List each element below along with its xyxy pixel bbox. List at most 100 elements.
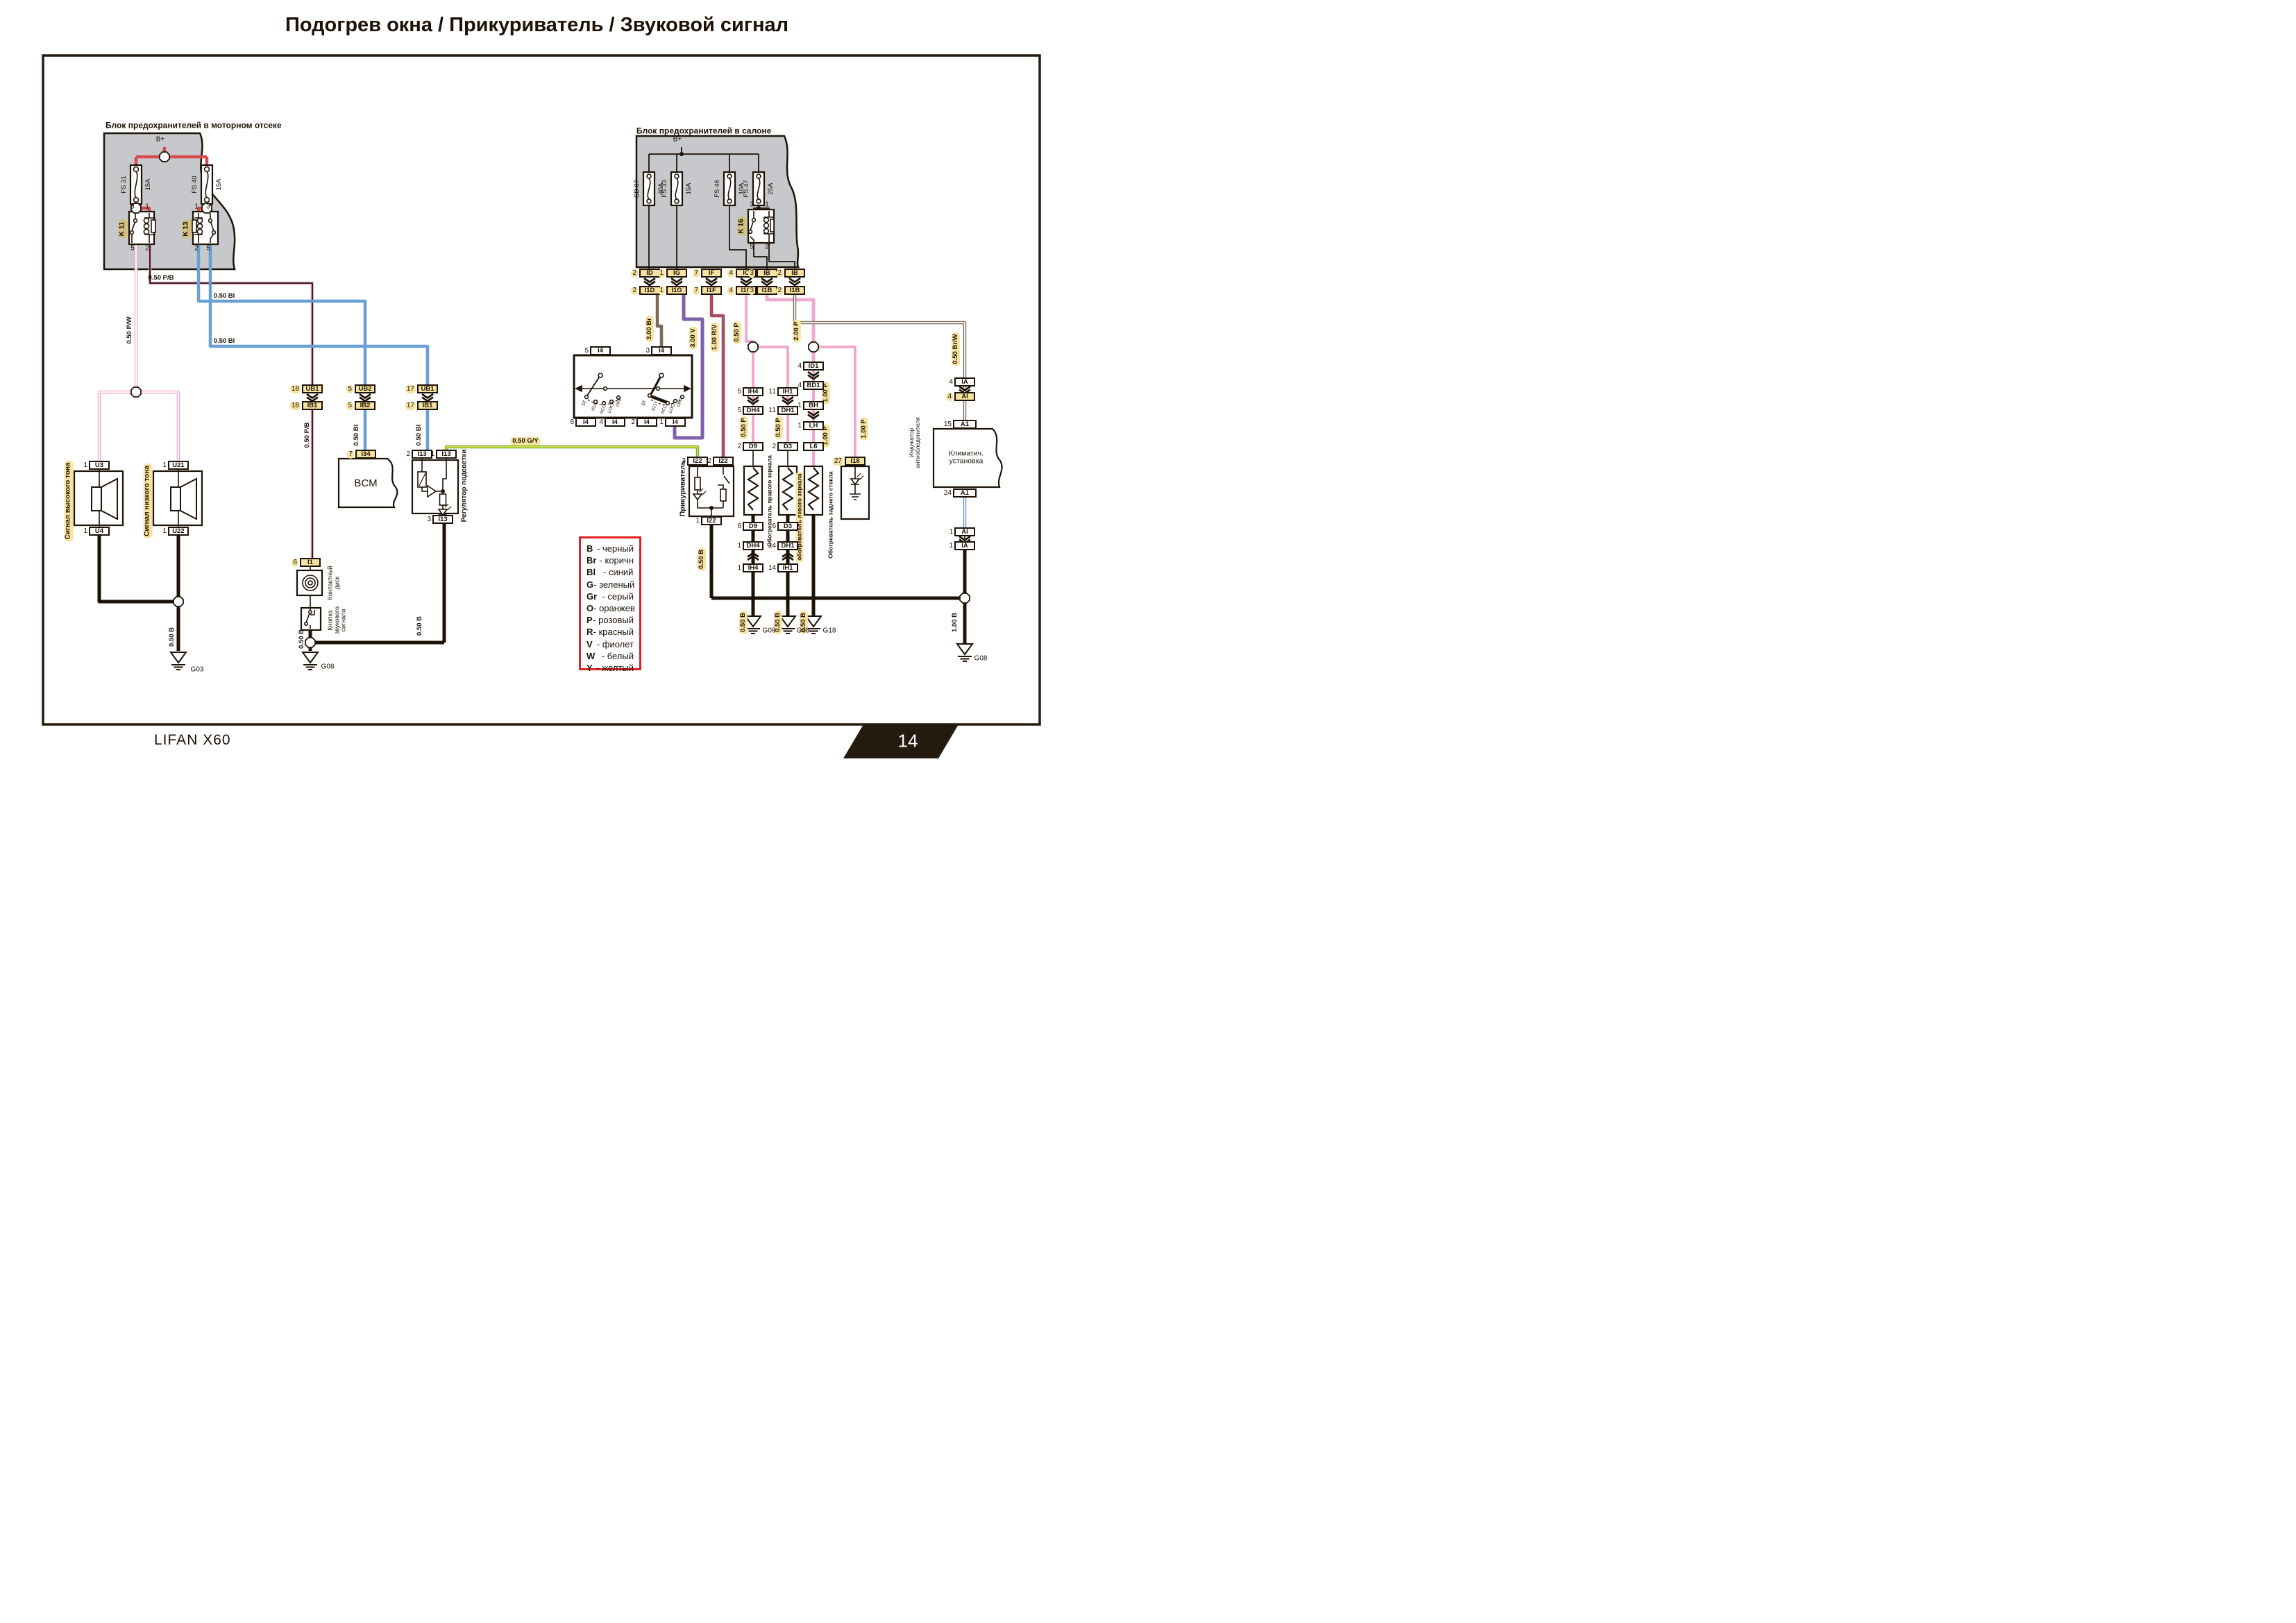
wiring-diagram-page: Подогрев окна / Прикуриватель / Звуковой…: [0, 0, 1074, 758]
connector-box: LH: [803, 421, 824, 430]
connector-box: I22: [701, 516, 722, 525]
connector-pin-number: 1: [949, 541, 953, 550]
ground-bars: [171, 664, 185, 670]
legend-color-name: - зеленый: [593, 579, 635, 590]
connector-box: U21: [168, 461, 189, 470]
ground-triangle-G08: [779, 615, 797, 628]
horn-high-label: Сигнал высокого тона: [64, 460, 74, 542]
connector-box: DH1: [777, 541, 798, 550]
legend-color-name: - черный: [597, 543, 634, 554]
connector-pin-number: 18: [289, 401, 301, 410]
mating-arrow: [782, 552, 794, 558]
ground-bars: [807, 628, 820, 634]
connector-box: IB1: [302, 401, 323, 410]
connector-pin-number: 4: [599, 418, 603, 426]
wire-pb-core: [149, 244, 313, 559]
connector-mating-arrows: [306, 277, 971, 561]
connector-box: UB1: [302, 384, 323, 393]
connector-box: I22: [687, 457, 708, 466]
page-number: 14: [897, 730, 918, 751]
legend-color-name: - оранжев: [593, 603, 635, 614]
connector-pin-number: 18: [289, 384, 301, 393]
connector-pin-number: 1: [162, 527, 167, 535]
legend-code: Bl: [586, 567, 596, 578]
fuse-name-label: FS 40: [190, 176, 199, 194]
wire-label: 0.50 Bl: [352, 424, 360, 446]
connector-box: AI: [954, 392, 975, 401]
bcm-label: BCM: [354, 477, 378, 489]
mating-arrow: [807, 410, 820, 417]
connector-pin-number: 5: [346, 384, 353, 393]
wire-label: 0.50 B: [738, 611, 748, 634]
legend-color-name: - синий: [603, 567, 634, 578]
connector-pin-number: 2: [776, 286, 783, 295]
relay-pin-label: 1: [765, 201, 769, 209]
mating-arrow: [782, 396, 794, 402]
connector-pin-number: 2: [737, 442, 741, 450]
connector-pin-number: 2: [772, 442, 776, 450]
legend-code: W: [586, 650, 596, 661]
connector-box: D9: [743, 442, 763, 451]
relay-pin-label: 5: [130, 244, 135, 253]
mating-arrow: [959, 385, 971, 392]
defrost-indicator-label: Индикатор антиобледенителя: [907, 417, 921, 468]
rear-window-label: Обогреватель заднего стекла: [827, 471, 834, 559]
connector-pin-number: 1: [658, 269, 665, 278]
wire-label: 1.00 R/V: [710, 322, 720, 352]
connector-box: I1G: [666, 286, 687, 295]
wire-label: 0.50 B: [697, 547, 707, 571]
connector-box: I18: [845, 457, 866, 466]
mating-arrow: [643, 277, 656, 284]
legend-code: Gr: [586, 590, 598, 602]
connector-box: I1B: [784, 286, 805, 295]
ground-triangle-G18: [804, 615, 822, 628]
mating-arrow: [807, 371, 820, 377]
connector-box: I1F: [701, 286, 722, 295]
legend-code: P: [586, 615, 593, 626]
junction-octagon: [748, 341, 759, 352]
junction-octagons: [130, 151, 970, 648]
mating-arrow: [788, 280, 801, 287]
wire-violet: [673, 295, 704, 440]
connector-pin-number: 17: [405, 384, 416, 393]
connector-pin-number: 1: [737, 541, 741, 550]
connector-box: I13: [432, 515, 453, 524]
wire-gy-core: [446, 446, 698, 458]
mating-arrow: [643, 280, 656, 287]
connector-pin-number: 2: [707, 457, 711, 465]
connector-box: A1: [953, 488, 977, 498]
fuse-amp-label: 15A: [144, 178, 152, 191]
connector-pin-number: 1: [797, 401, 802, 409]
fuse-name-label: FS 31: [119, 176, 128, 194]
rear-window-heater-box: [803, 465, 824, 516]
legend-color-name: - белый: [601, 650, 634, 661]
wire-label: 0.50 B: [297, 629, 305, 649]
wire-ground-bus: [709, 514, 967, 645]
relay-pin-label: 3: [130, 203, 135, 211]
connector-pin-number: 2: [631, 269, 638, 278]
connector-box: DH4: [743, 541, 763, 550]
ground-label-G09: G09: [762, 627, 776, 635]
connector-box: I13: [436, 450, 457, 459]
ground-bars: [781, 628, 795, 634]
mating-arrow: [740, 277, 752, 284]
connector-box: I1: [300, 558, 321, 567]
